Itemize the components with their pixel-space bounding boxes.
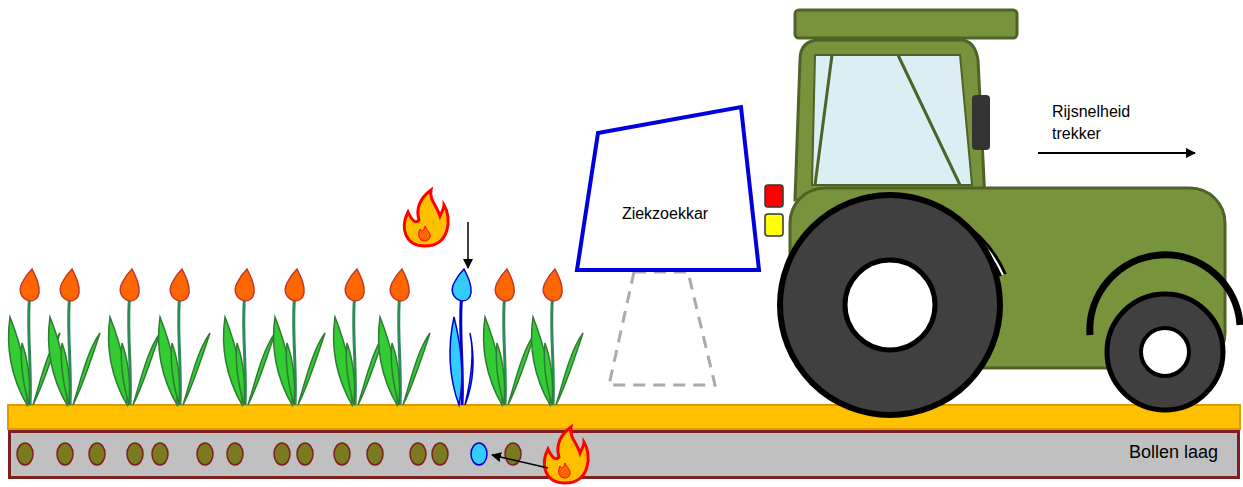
ground-strip (8, 405, 1240, 429)
infection-arrow (467, 222, 469, 268)
red-light (765, 185, 783, 207)
tulip-row (9, 269, 583, 405)
tractor (780, 10, 1240, 415)
cart-box: Ziekzoekkar (575, 104, 763, 274)
fire-symbol (404, 190, 448, 246)
camera-field (609, 272, 715, 385)
sick-tulip (450, 269, 473, 405)
yellow-light (765, 214, 783, 236)
cart-outline (575, 104, 763, 274)
band-outline (8, 430, 1240, 479)
node-label: Ziekzoekkar (595, 205, 735, 223)
speed-arrow (1038, 152, 1195, 154)
node-label: Bollen laag (1129, 442, 1218, 463)
speed-label: Rijsnelheid trekker (1052, 101, 1152, 145)
bulb-layer-band: Bollen laag (8, 430, 1240, 479)
